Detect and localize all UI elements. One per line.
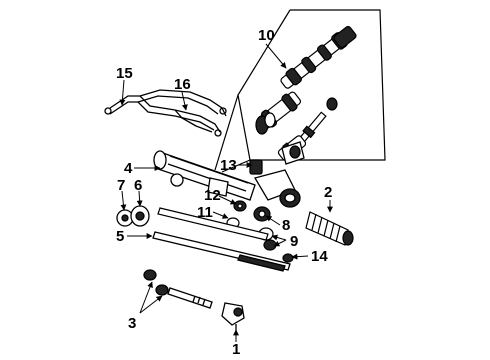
callout-2: 2 [324,184,332,201]
seal-kit-boundary [214,9,386,173]
leader-lines [119,43,333,342]
callout-8: 8 [282,217,290,234]
valve-housing [249,141,305,208]
callout-10: 10 [258,27,275,44]
callout-5: 5 [116,228,124,245]
callout-15: 15 [116,65,133,82]
tie-rod-assembly [143,269,245,332]
callout-7: 7 [117,177,125,194]
callout-3: 3 [128,315,136,332]
callout-6: 6 [134,177,142,194]
callout-labels: 1 2 3 4 5 6 7 8 9 10 11 12 13 14 15 16 [116,27,332,358]
pressure-lines [104,89,227,137]
seal-kit-parts [255,25,357,161]
callout-13: 13 [220,157,237,174]
steering-rack [152,231,291,272]
rack-housing [153,150,256,201]
callout-9: 9 [290,233,298,250]
inner-rod [157,207,294,263]
rack-boot [305,211,354,246]
callout-4: 4 [124,160,133,177]
callout-1: 1 [232,341,240,358]
callout-14: 14 [311,248,328,265]
callout-16: 16 [174,76,191,93]
callout-12: 12 [204,187,221,204]
mount-bushings [116,205,150,227]
callout-11: 11 [197,204,213,221]
